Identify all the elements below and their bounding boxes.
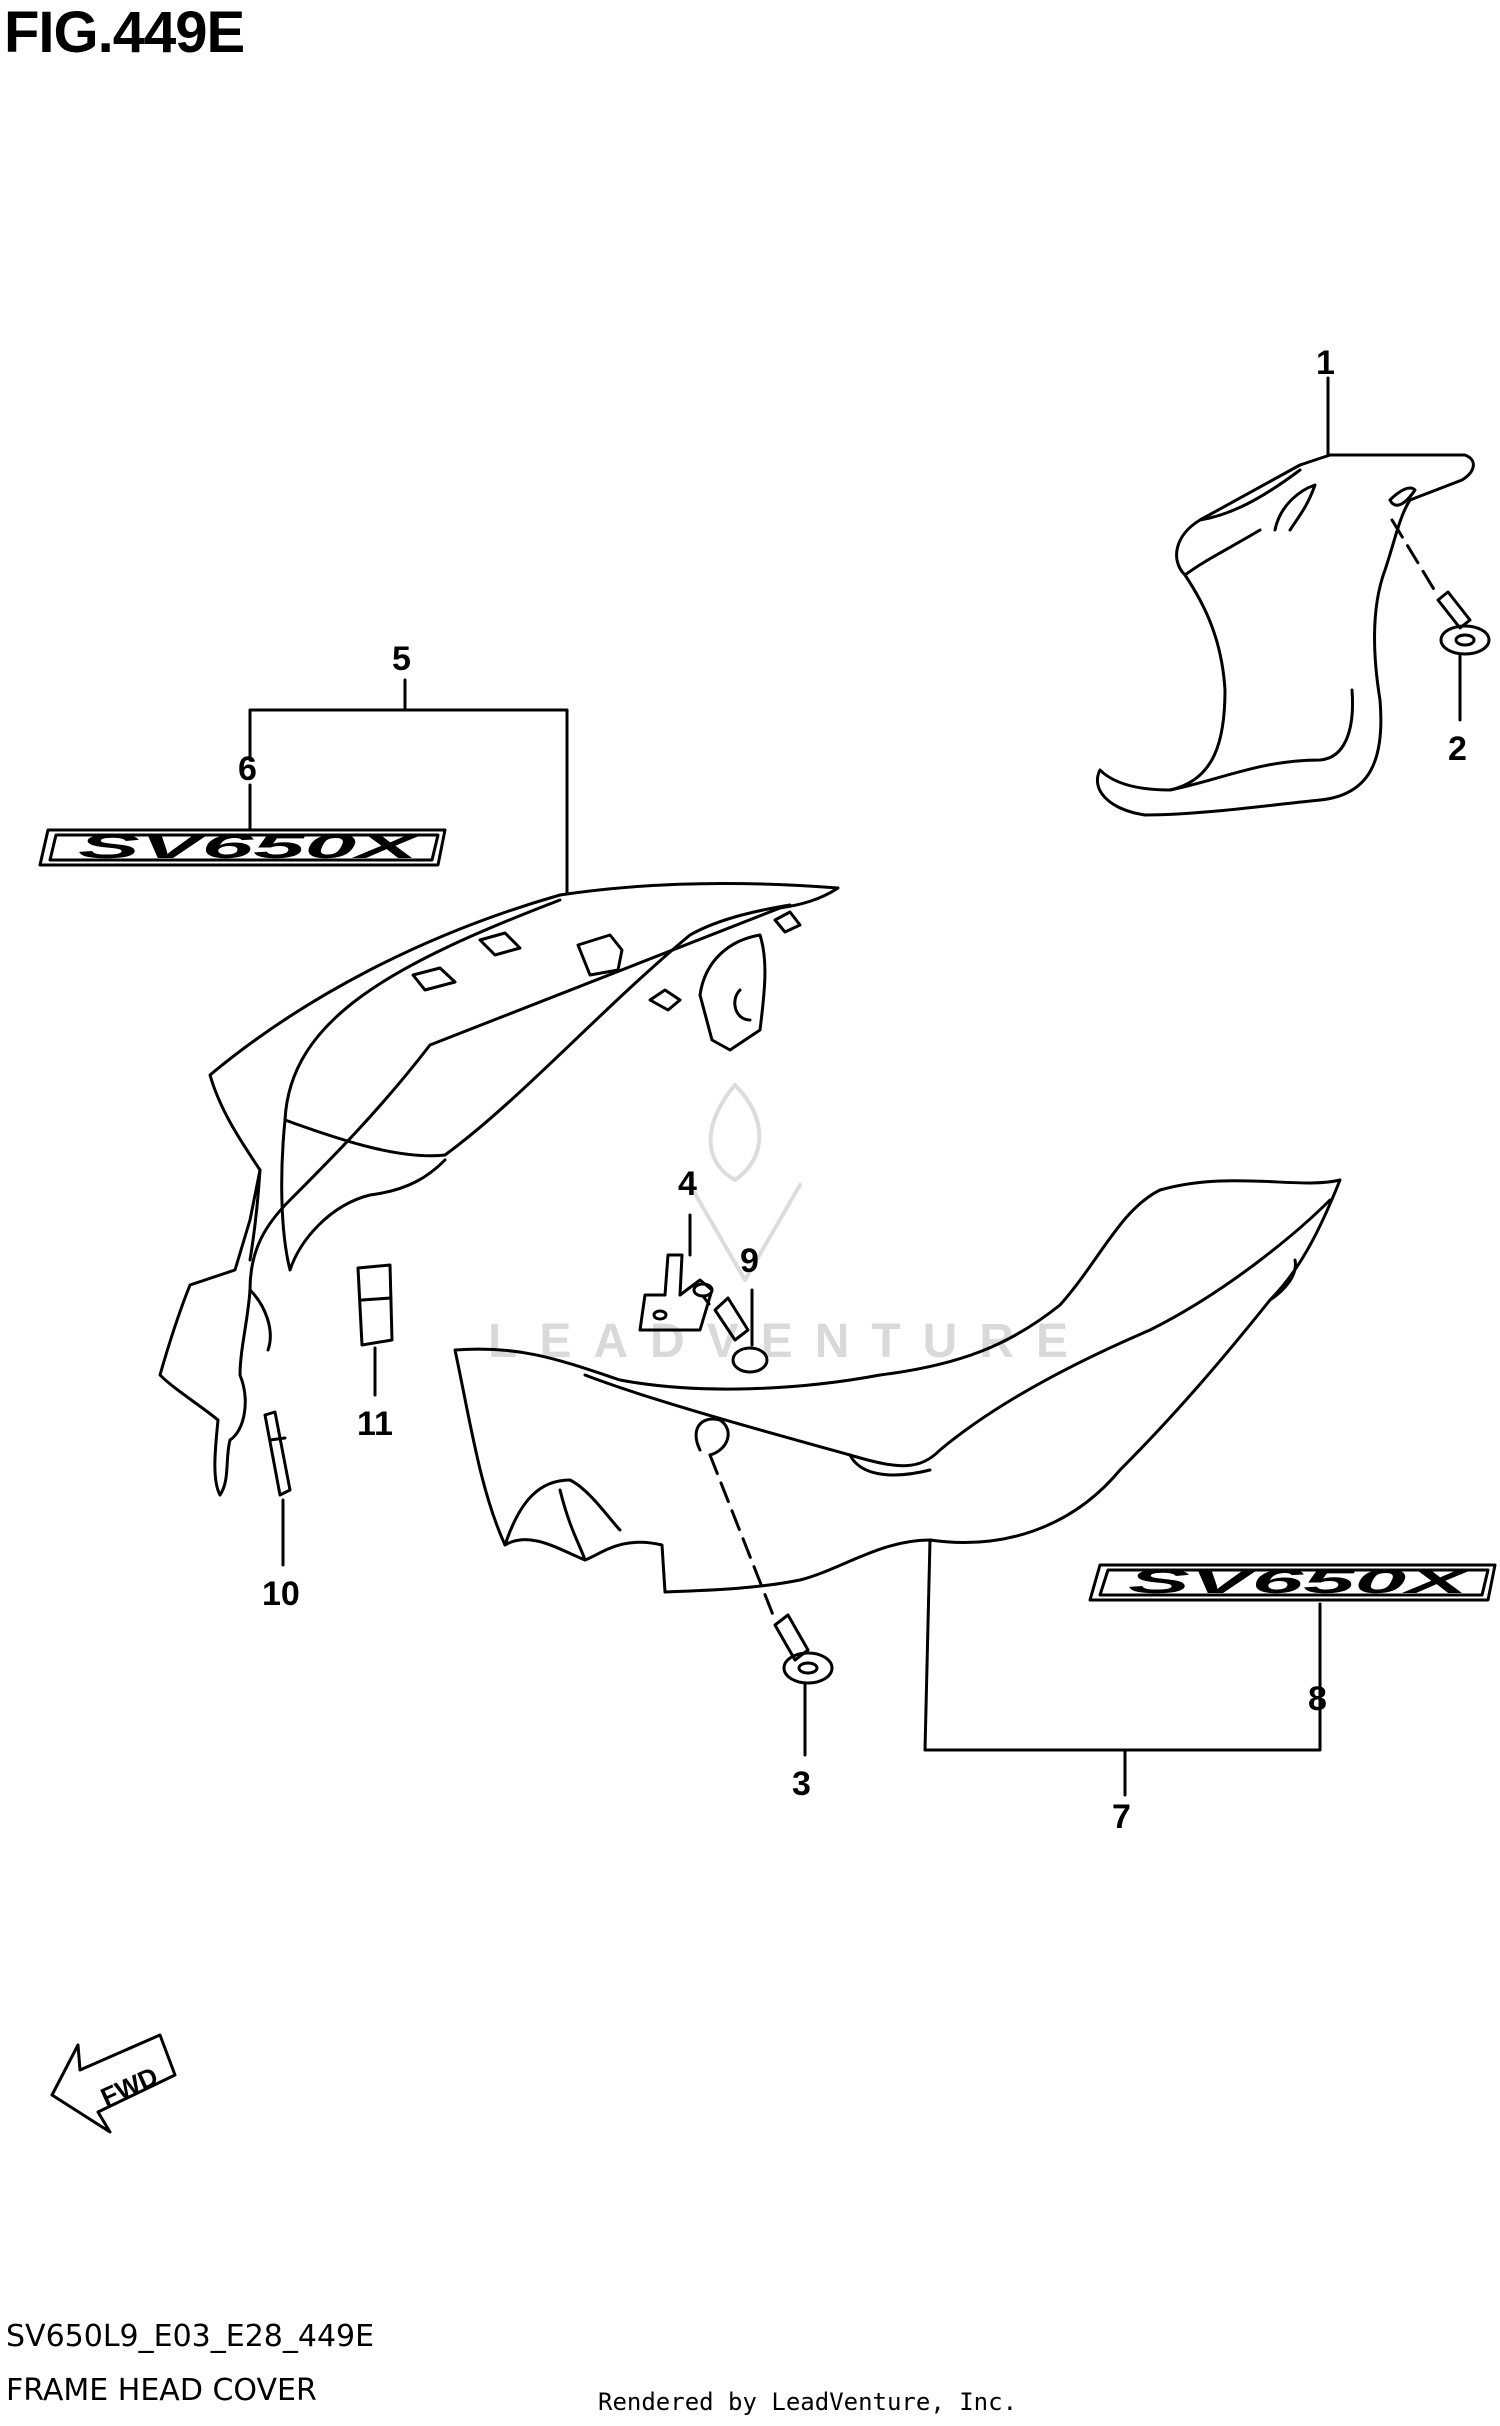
part-1-cover [1095, 453, 1475, 817]
callout-10: 10 [262, 1575, 300, 1613]
part-2-screw [1390, 518, 1491, 722]
callout-2: 2 [1448, 730, 1467, 768]
part-6-emblem [38, 783, 447, 867]
fwd-label: FWD [96, 2061, 162, 2112]
callout-3: 3 [792, 1765, 811, 1803]
part-7-cover [453, 1178, 1342, 1797]
part-11-cushion [356, 1263, 394, 1397]
callout-6: 6 [238, 750, 257, 788]
callout-4: 4 [678, 1165, 697, 1203]
part-4-bracket [638, 1213, 714, 1332]
part-10-clip [263, 1410, 292, 1567]
callout-8: 8 [1308, 1680, 1327, 1718]
figure-code: SV650L9_E03_E28_449E [6, 2319, 375, 2354]
emblem-text-right: SV650X [1128, 1563, 1474, 1601]
figure-title: FIG.449E [4, 0, 245, 65]
part-8-emblem [1088, 1563, 1497, 1672]
part-5-cover [158, 882, 840, 1497]
part-3-screw [708, 1453, 834, 1757]
callout-1: 1 [1316, 344, 1335, 382]
callout-5: 5 [392, 640, 411, 678]
part-9-bolt [692, 1282, 769, 1374]
callout-7: 7 [1112, 1798, 1131, 1836]
emblem-text-left: SV650X [78, 828, 424, 866]
watermark-text: LEADVENTURE [488, 1315, 1091, 1368]
render-credit: Rendered by LeadVenture, Inc. [598, 2388, 1018, 2416]
watermark-logo [688, 1083, 802, 1282]
callout-11: 11 [357, 1405, 393, 1443]
callout-9: 9 [740, 1242, 759, 1280]
figure-description: FRAME HEAD COVER [6, 2373, 317, 2408]
fwd-arrow-icon [50, 2033, 177, 2134]
leader-5-bracket [248, 678, 569, 895]
